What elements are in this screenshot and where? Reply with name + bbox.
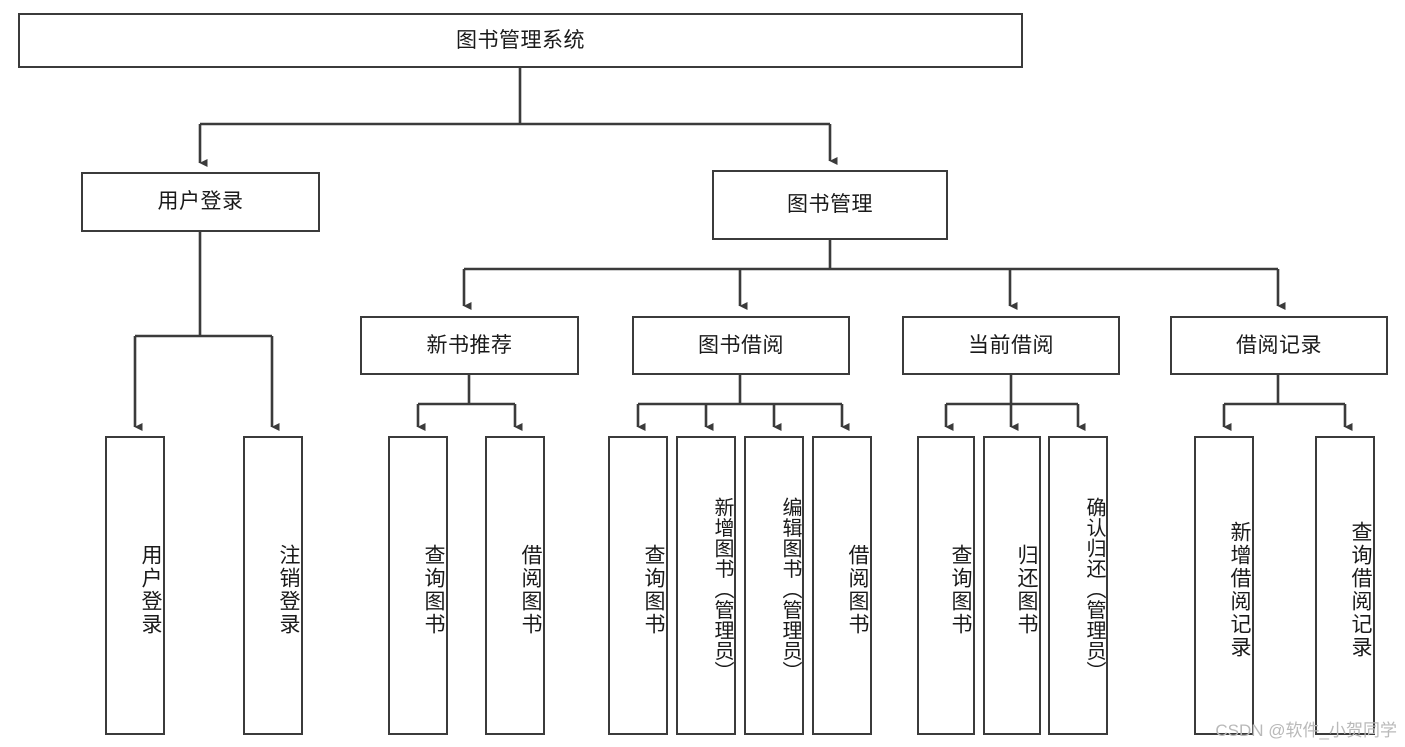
node-label: 图书借阅 — [698, 333, 784, 357]
node-label: 归还图书 — [1015, 543, 1038, 636]
leaf-current-borrow-confirm[interactable]: 确认归还（管理员） — [1048, 436, 1108, 735]
leaf-book-borrow-lend[interactable]: 借阅图书 — [812, 436, 872, 735]
node-user-login[interactable]: 用户登录 — [81, 172, 320, 232]
node-label: 查询借阅记录 — [1349, 520, 1372, 659]
node-label: 借阅记录 — [1236, 333, 1322, 357]
leaf-current-borrow-query[interactable]: 查询图书 — [917, 436, 975, 735]
node-label: 图书管理 — [787, 193, 873, 217]
node-label: 新增借阅记录 — [1228, 520, 1251, 659]
node-label: 确认归还（管理员） — [1083, 497, 1105, 682]
leaf-book-borrow-add[interactable]: 新增图书（管理员） — [676, 436, 736, 735]
node-label: 图书管理系统 — [456, 28, 585, 52]
node-root-system[interactable]: 图书管理系统 — [18, 13, 1023, 68]
node-book-borrow[interactable]: 图书借阅 — [632, 316, 850, 375]
leaf-user-login-signin[interactable]: 用户登录 — [105, 436, 165, 735]
node-label: 查询图书 — [422, 543, 445, 636]
node-label: 注销登录 — [277, 543, 300, 636]
node-label: 当前借阅 — [968, 333, 1054, 357]
node-label: 用户登录 — [139, 543, 162, 636]
node-new-book-recommend[interactable]: 新书推荐 — [360, 316, 579, 375]
watermark-text: CSDN @软件_小贺同学 — [1215, 721, 1397, 740]
leaf-borrow-record-query[interactable]: 查询借阅记录 — [1315, 436, 1375, 735]
node-label: 借阅图书 — [519, 543, 542, 636]
node-label: 查询图书 — [949, 543, 972, 636]
leaf-current-borrow-return[interactable]: 归还图书 — [983, 436, 1041, 735]
leaf-user-login-signout[interactable]: 注销登录 — [243, 436, 303, 735]
leaf-new-book-borrow[interactable]: 借阅图书 — [485, 436, 545, 735]
node-label: 查询图书 — [642, 543, 665, 636]
leaf-book-borrow-edit[interactable]: 编辑图书（管理员） — [744, 436, 804, 735]
node-borrow-record[interactable]: 借阅记录 — [1170, 316, 1388, 375]
node-label: 新增图书（管理员） — [711, 497, 733, 682]
node-label: 编辑图书（管理员） — [779, 497, 801, 682]
leaf-book-borrow-query[interactable]: 查询图书 — [608, 436, 668, 735]
node-label: 借阅图书 — [846, 543, 869, 636]
node-label: 用户登录 — [157, 190, 244, 214]
node-book-management[interactable]: 图书管理 — [712, 170, 948, 240]
node-label: 新书推荐 — [426, 333, 513, 357]
leaf-borrow-record-add[interactable]: 新增借阅记录 — [1194, 436, 1254, 735]
node-current-borrow[interactable]: 当前借阅 — [902, 316, 1120, 375]
leaf-new-book-query[interactable]: 查询图书 — [388, 436, 448, 735]
